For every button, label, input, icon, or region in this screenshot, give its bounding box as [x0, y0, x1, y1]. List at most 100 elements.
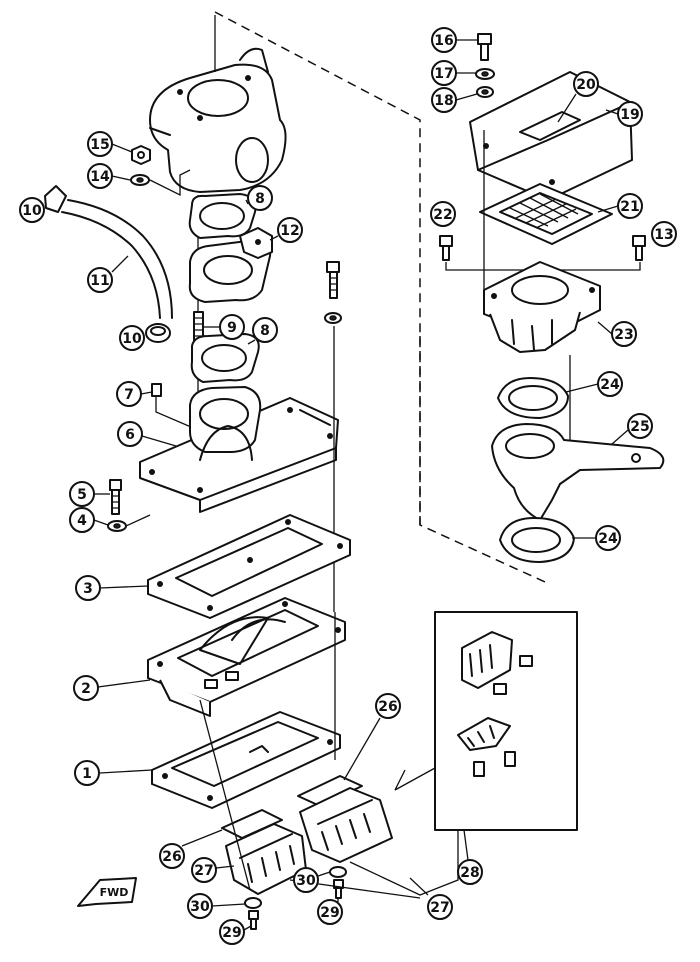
callout-6: 6: [117, 421, 177, 447]
svg-text:14: 14: [90, 169, 110, 185]
gasket-24-upper: [497, 377, 569, 419]
washer-14: [130, 174, 150, 186]
svg-text:30: 30: [190, 899, 210, 915]
callout-26-left: 26: [159, 829, 223, 869]
svg-text:25: 25: [630, 419, 649, 435]
svg-text:2: 2: [81, 681, 91, 697]
callout-8-upper: 8: [245, 185, 273, 211]
gasket-24-lower: [499, 517, 575, 563]
svg-text:28: 28: [460, 865, 479, 881]
callout-15: 15: [87, 131, 133, 157]
callout-21: 21: [597, 193, 643, 219]
callout-1: 1: [74, 760, 153, 786]
nut-15: [131, 145, 151, 165]
svg-text:30: 30: [296, 873, 316, 889]
svg-text:5: 5: [77, 487, 87, 503]
hose-11: [61, 199, 173, 319]
callout-7: 7: [116, 381, 153, 407]
reed-box-23: [483, 261, 601, 353]
svg-text:9: 9: [227, 320, 237, 336]
callout-20: 20: [557, 71, 599, 123]
clamp-10-lower: [145, 323, 171, 343]
callout-27-left: 27: [191, 857, 235, 883]
svg-text:19: 19: [620, 107, 639, 123]
manifold-housing: [149, 47, 287, 193]
washer-4-right: [324, 312, 342, 324]
reed-kit-box-28: [434, 611, 578, 831]
callout-13: 13: [651, 221, 677, 247]
bolt-5-left: [109, 479, 122, 515]
callout-17: 17: [431, 60, 476, 86]
callout-24-upper: 24: [565, 371, 623, 397]
svg-text:7: 7: [124, 387, 134, 403]
svg-text:27: 27: [194, 863, 213, 879]
callout-27-bottom: 27: [409, 877, 453, 920]
callout-16: 16: [431, 27, 478, 53]
filter-screen-21: [479, 183, 613, 245]
callout-25: 25: [611, 413, 653, 445]
callout-30-right: 30: [293, 867, 331, 893]
svg-text:10: 10: [22, 203, 42, 219]
airbox-cover-19: [469, 71, 633, 201]
washer-17: [475, 68, 495, 80]
fwd-arrow-icon: FWD: [77, 877, 137, 907]
callout-23: 23: [597, 321, 637, 347]
callout-5: 5: [69, 481, 110, 507]
washer-18: [476, 86, 494, 98]
svg-text:3: 3: [83, 581, 93, 597]
svg-text:8: 8: [260, 323, 270, 339]
callout-22: 22: [430, 201, 456, 227]
svg-text:26: 26: [162, 849, 181, 865]
gasket-3: [147, 514, 351, 619]
bolt-7: [151, 383, 199, 431]
svg-text:29: 29: [222, 925, 241, 941]
callout-2: 2: [73, 675, 151, 701]
screw-29-left: [248, 910, 259, 930]
callout-26-right: 26: [343, 693, 401, 781]
svg-text:15: 15: [90, 137, 109, 153]
reed-valve-27-right: [299, 787, 393, 863]
clamp-10-upper: [44, 185, 67, 213]
svg-text:17: 17: [434, 66, 453, 82]
svg-text:12: 12: [280, 223, 299, 239]
svg-text:18: 18: [434, 93, 453, 109]
callout-19: 19: [605, 101, 643, 127]
bracket-25: [491, 423, 665, 521]
svg-text:24: 24: [598, 531, 618, 547]
svg-text:23: 23: [614, 327, 633, 343]
callout-29-left: 29: [219, 919, 252, 945]
gasket-26-right: [297, 775, 363, 807]
callout-18: 18: [431, 87, 478, 113]
intake-manifold-6: [139, 386, 339, 513]
callout-28: 28: [457, 829, 483, 885]
assembly-dashed-line: [214, 11, 546, 583]
svg-text:8: 8: [255, 191, 265, 207]
spacer-plate-12: [188, 227, 273, 303]
svg-text:24: 24: [600, 377, 620, 393]
callout-11: 11: [87, 255, 129, 293]
callout-4: 4: [69, 507, 109, 533]
callout-8-lower: 8: [247, 317, 278, 345]
svg-text:10: 10: [122, 331, 142, 347]
fwd-label: FWD: [100, 886, 129, 899]
washer-30-right: [329, 866, 347, 878]
callout-9: 9: [204, 314, 245, 340]
svg-text:1: 1: [82, 766, 92, 782]
callout-24-lower: 24: [572, 525, 621, 551]
screw-29-right: [333, 879, 344, 899]
washer-30-left: [244, 897, 262, 909]
gasket-8-lower: [190, 333, 260, 383]
callout-3: 3: [75, 575, 149, 601]
svg-text:20: 20: [576, 77, 596, 93]
bolt-16: [477, 33, 492, 61]
callout-30-left: 30: [187, 893, 246, 919]
callout-14: 14: [87, 163, 131, 189]
svg-text:11: 11: [90, 273, 109, 289]
svg-text:4: 4: [77, 513, 87, 529]
svg-text:6: 6: [125, 427, 135, 443]
bolt-5-right: [326, 261, 340, 299]
svg-text:13: 13: [654, 227, 673, 243]
gasket-8-upper: [188, 193, 257, 239]
reed-housing-2: [147, 597, 346, 717]
